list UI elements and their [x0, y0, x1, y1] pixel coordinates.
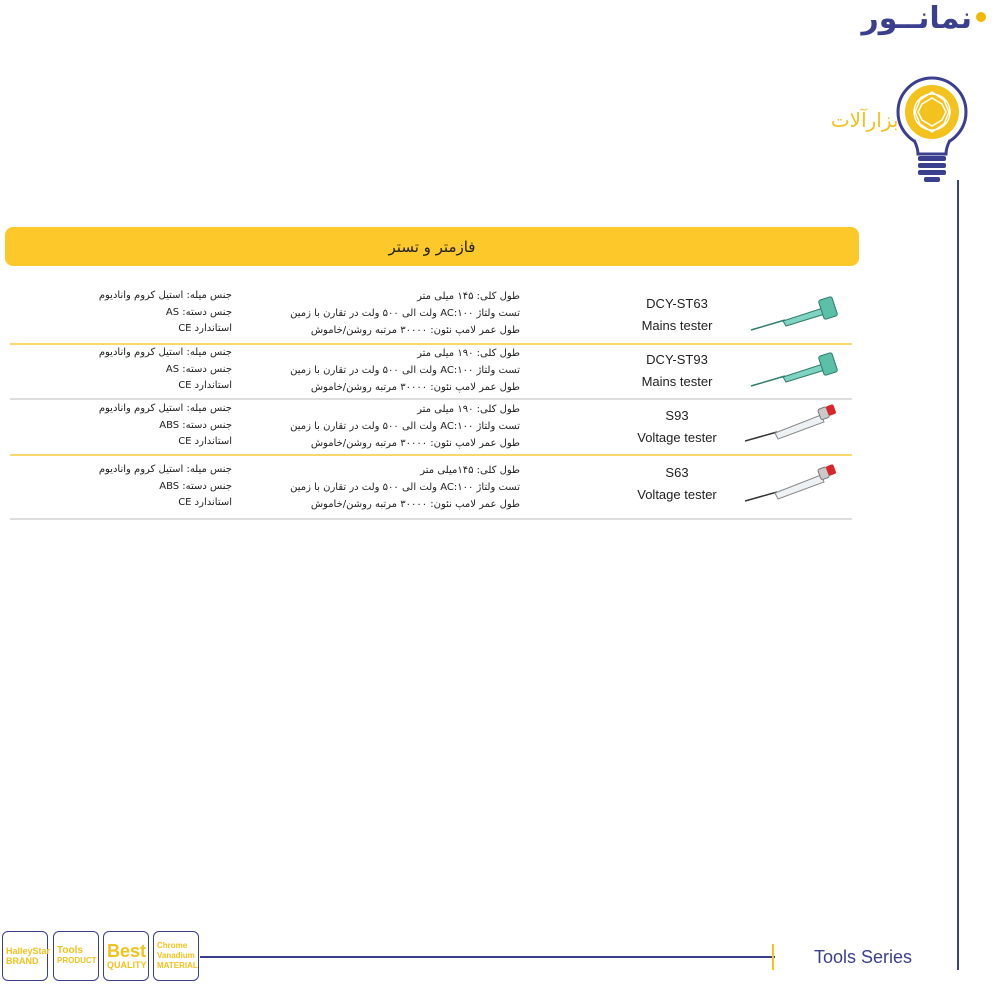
- section-banner: فازمتر و تستر: [5, 227, 859, 266]
- product-model: S63 Voltage tester: [622, 462, 732, 506]
- clear-voltage-tester-image: [745, 404, 836, 442]
- badge-product: Tools PRODUCT: [53, 931, 99, 981]
- model-type: Mains tester: [641, 374, 713, 389]
- model-code: DCY-ST63: [646, 296, 708, 311]
- footer-tick: [772, 944, 774, 970]
- technical-specs: طول کلی: ۱۹۰ میلی متر تست ولتاژ AC:۱۰۰ و…: [290, 348, 520, 393]
- material-specs: جنس میله: استیل کروم وانادیوم جنس دسته: …: [98, 290, 232, 334]
- model-type: Voltage tester: [637, 487, 717, 502]
- model-code: S93: [665, 408, 689, 423]
- material-specs: جنس میله: استیل کروم وانادیوم جنس دسته: …: [98, 464, 232, 508]
- model-code: DCY-ST93: [646, 352, 708, 367]
- model-type: Mains tester: [641, 318, 713, 333]
- green-mains-tester-image: [750, 296, 838, 331]
- technical-specs: طول کلی: ۱۹۰ میلی متر تست ولتاژ AC:۱۰۰ و…: [290, 404, 520, 449]
- badge-quality: Best QUALITY: [103, 931, 149, 981]
- material-specs: جنس میله: استیل کروم وانادیوم جنس دسته: …: [98, 347, 232, 391]
- material-specs: جنس میله: استیل کروم وانادیوم جنس دسته: …: [98, 403, 232, 447]
- technical-specs: طول کلی: ۱۴۵میلی متر تست ولتاژ AC:۱۰۰ ول…: [290, 465, 520, 510]
- brand-dot-icon: [976, 12, 986, 22]
- technical-specs: طول کلی: ۱۴۵ میلی متر تست ولتاژ AC:۱۰۰ و…: [290, 291, 520, 336]
- product-model: DCY-ST93 Mains tester: [622, 349, 732, 393]
- badge-brand: HalleyStar BRAND: [2, 931, 50, 981]
- vertical-divider: [957, 180, 959, 970]
- clear-voltage-tester-image: [745, 464, 836, 502]
- model-code: S63: [665, 465, 689, 480]
- row-divider: [10, 518, 852, 520]
- brand-name: نمانــور: [861, 1, 973, 36]
- product-model: DCY-ST63 Mains tester: [622, 293, 732, 337]
- badge-material: Chrome Vanadium MATERIAL: [153, 931, 199, 981]
- series-label: Tools Series: [814, 947, 913, 967]
- category-title: ابزارآلات: [830, 108, 904, 132]
- model-type: Voltage tester: [637, 430, 717, 445]
- footer-line: [200, 956, 775, 958]
- lightbulb-icon: [896, 76, 968, 182]
- row-divider: [10, 454, 852, 456]
- green-mains-tester-image: [750, 352, 838, 387]
- product-model: S93 Voltage tester: [622, 405, 732, 449]
- section-title: فازمتر و تستر: [388, 237, 476, 256]
- row-divider: [10, 343, 852, 345]
- brand-logo: نمانــور: [822, 0, 986, 40]
- row-divider: [10, 398, 852, 400]
